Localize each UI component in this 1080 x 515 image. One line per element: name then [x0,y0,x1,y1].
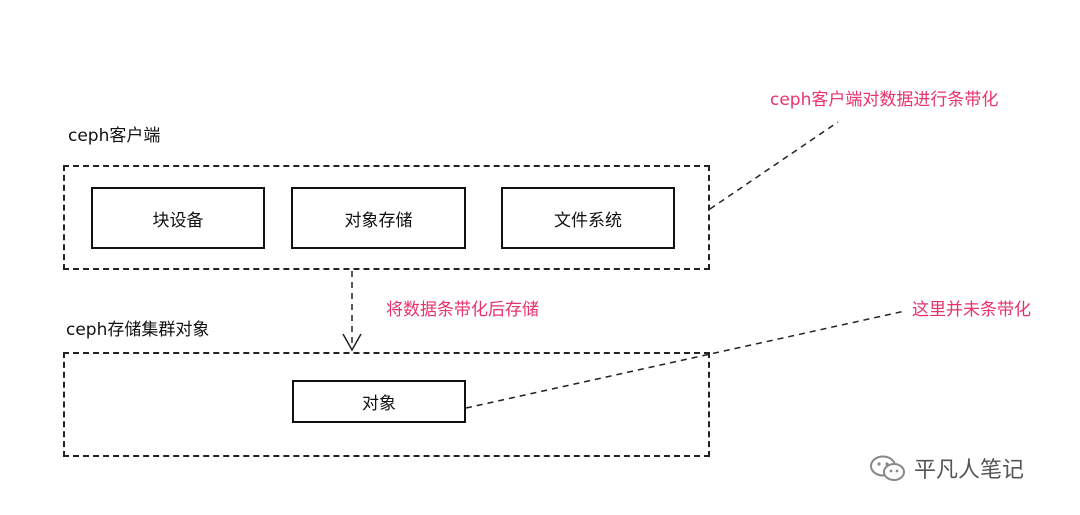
no-striping-note: 这里并未条带化 [912,300,1031,320]
store-arrow-head [342,333,362,352]
object-label: 对象 [362,394,396,414]
object-storage-label: 对象存储 [344,210,413,231]
watermark: 平凡人笔记 [868,452,1024,484]
store-after-striping-note: 将数据条带化后存储 [386,300,539,320]
client-striping-connector [709,121,839,210]
watermark-text: 平凡人笔记 [914,458,1025,483]
block-device-label: 块设备 [152,210,204,231]
object-storage-box: 对象存储 [291,187,466,249]
cluster-group-title: ceph存储集群对象 [66,320,210,340]
object-box: 对象 [292,380,466,423]
client-striping-note: ceph客户端对数据进行条带化 [770,90,999,110]
wechat-icon [870,455,905,481]
file-system-label: 文件系统 [554,210,622,231]
block-device-box: 块设备 [91,187,265,249]
file-system-box: 文件系统 [501,187,675,249]
client-group-boundary [63,165,710,270]
client-group-title: ceph客户端 [68,126,161,146]
